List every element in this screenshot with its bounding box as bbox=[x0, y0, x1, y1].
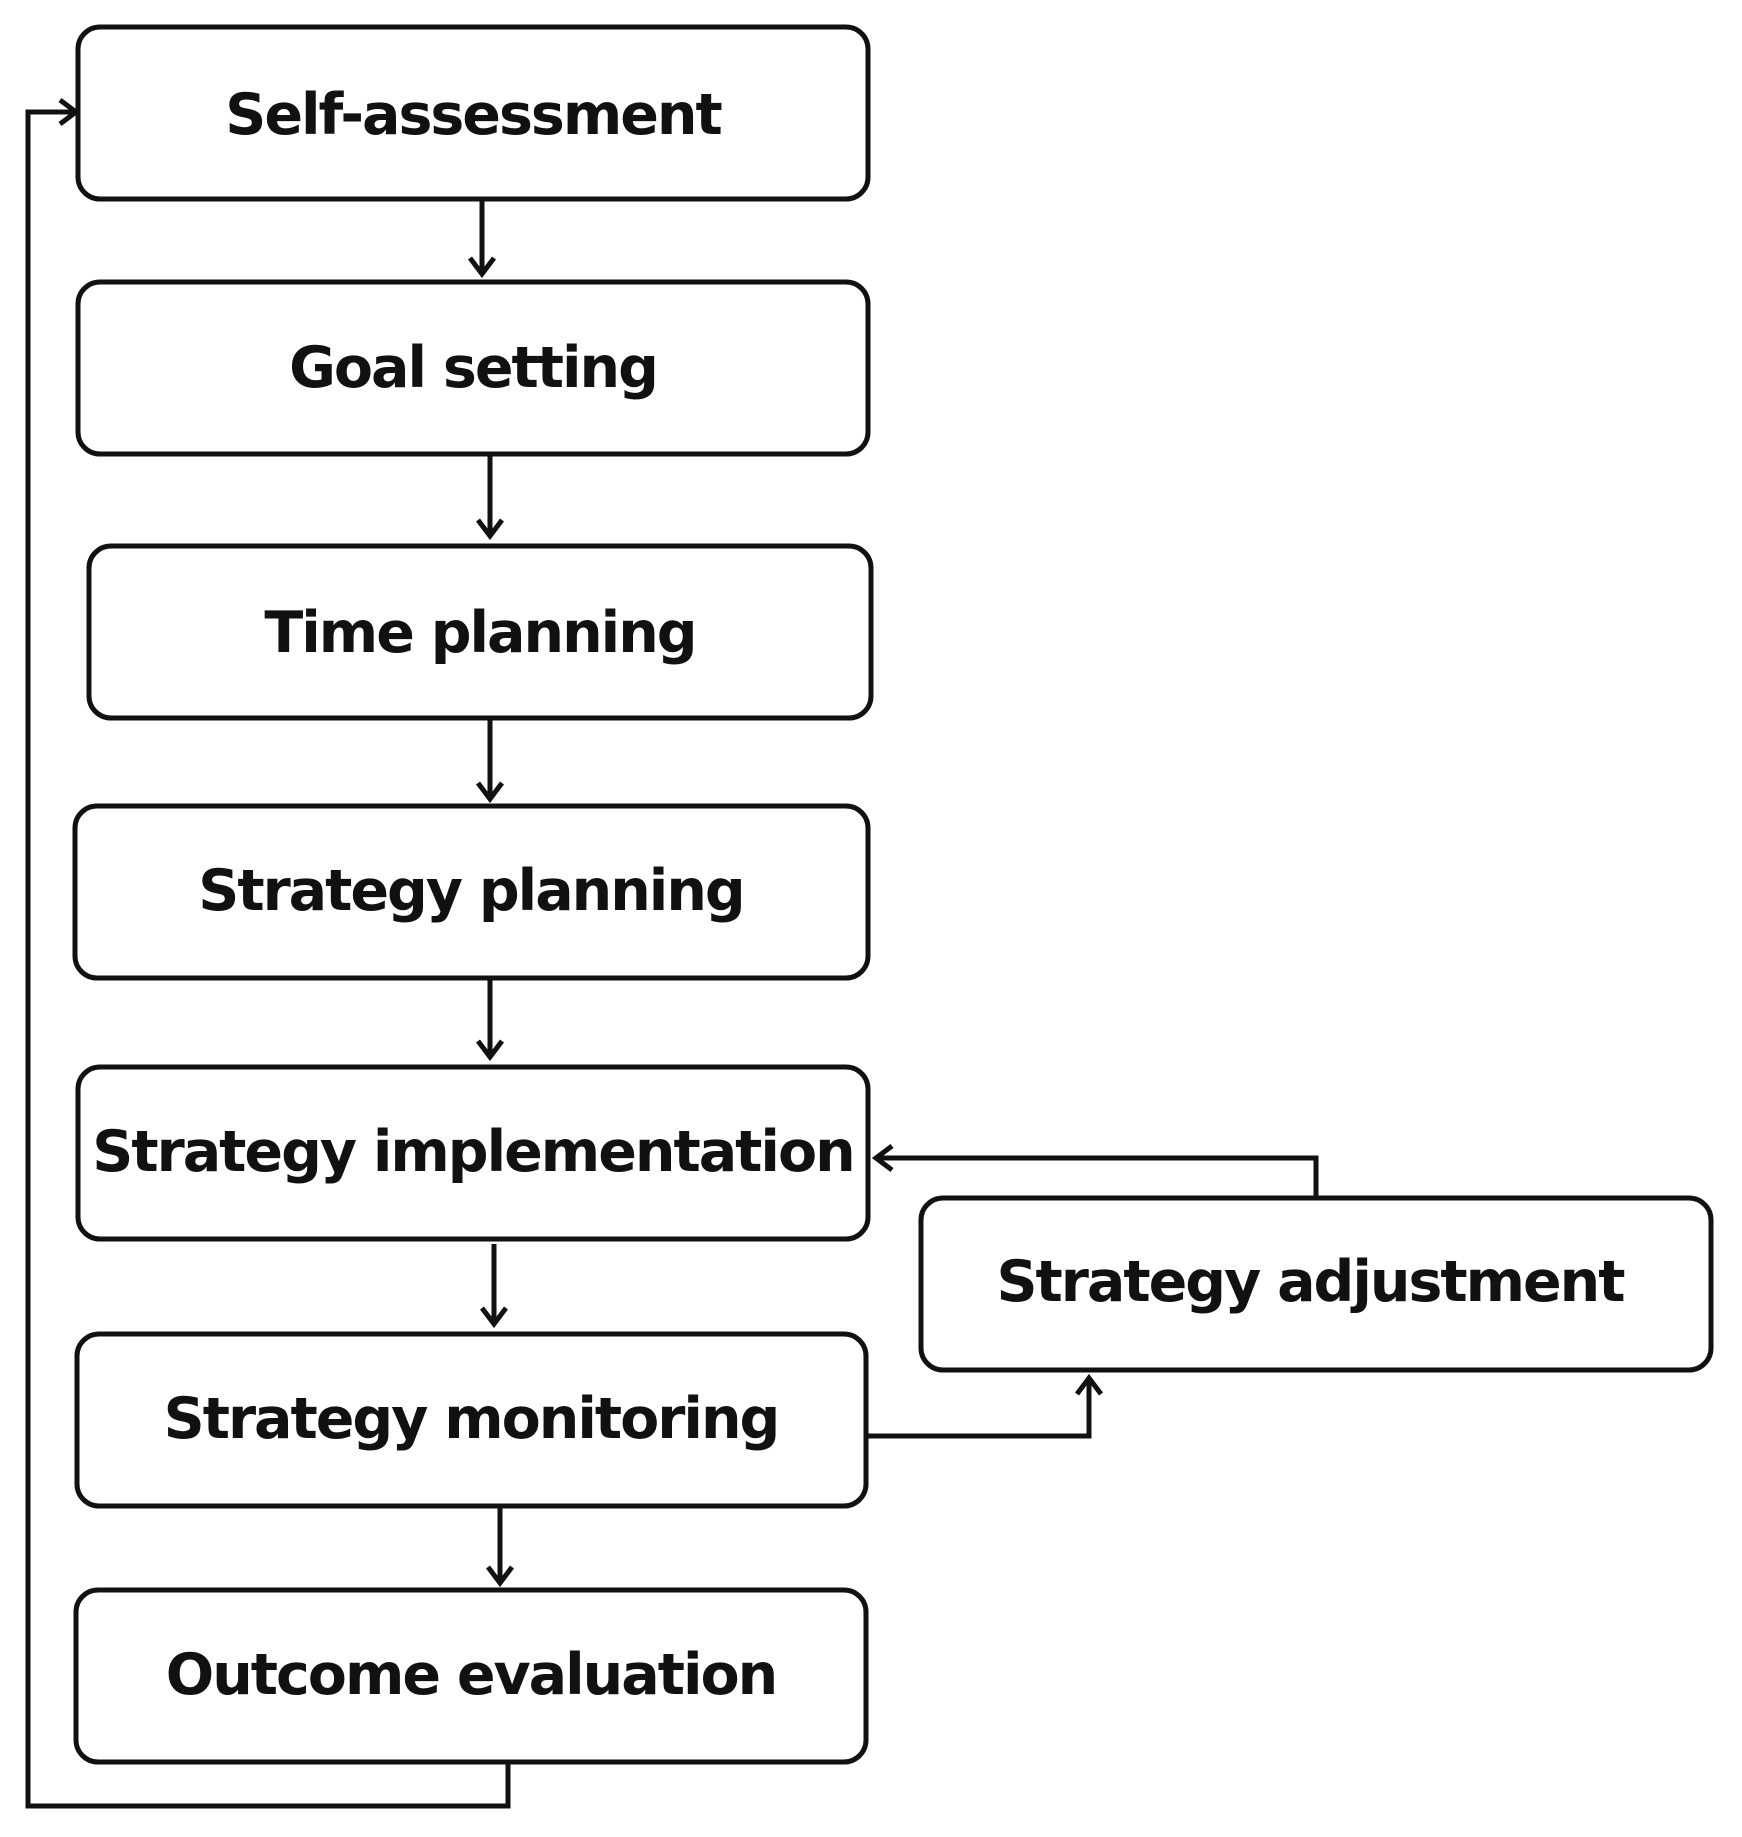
node-label-self-assessment: Self-assessment bbox=[225, 82, 721, 148]
edge-strategy-planning-to-strategy-implementation bbox=[476, 979, 504, 1062]
node-strategy-implementation: Strategy implementation bbox=[75, 1064, 871, 1242]
node-label-outcome-evaluation: Outcome evaluation bbox=[166, 1642, 777, 1708]
node-label-strategy-monitoring: Strategy monitoring bbox=[164, 1386, 779, 1452]
edge-strategy-adjustment-to-strategy-implementation bbox=[871, 1144, 1319, 1196]
node-label-strategy-implementation: Strategy implementation bbox=[92, 1119, 853, 1185]
node-label-goal-setting: Goal setting bbox=[289, 335, 657, 401]
edge-strategy-monitoring-to-outcome-evaluation bbox=[486, 1508, 514, 1588]
edge-strategy-monitoring-to-strategy-adjustment bbox=[868, 1373, 1103, 1439]
nodes: Self-assessment Goal setting Time planni… bbox=[72, 24, 1714, 1765]
edge-self-assessment-to-goal-setting bbox=[468, 200, 496, 279]
edges bbox=[25, 98, 1319, 1809]
node-label-time-planning: Time planning bbox=[264, 600, 695, 666]
node-label-strategy-adjustment: Strategy adjustment bbox=[996, 1249, 1624, 1315]
node-strategy-monitoring: Strategy monitoring bbox=[74, 1331, 869, 1509]
edge-strategy-implementation-to-strategy-monitoring bbox=[480, 1244, 508, 1329]
node-self-assessment: Self-assessment bbox=[75, 24, 871, 202]
node-outcome-evaluation: Outcome evaluation bbox=[73, 1587, 869, 1765]
node-strategy-adjustment: Strategy adjustment bbox=[918, 1195, 1714, 1373]
edge-time-planning-to-strategy-planning bbox=[476, 719, 504, 804]
node-time-planning: Time planning bbox=[86, 543, 874, 721]
node-label-strategy-planning: Strategy planning bbox=[198, 858, 743, 924]
node-strategy-planning: Strategy planning bbox=[72, 803, 871, 981]
node-goal-setting: Goal setting bbox=[75, 279, 871, 457]
edge-goal-setting-to-time-planning bbox=[476, 455, 504, 541]
